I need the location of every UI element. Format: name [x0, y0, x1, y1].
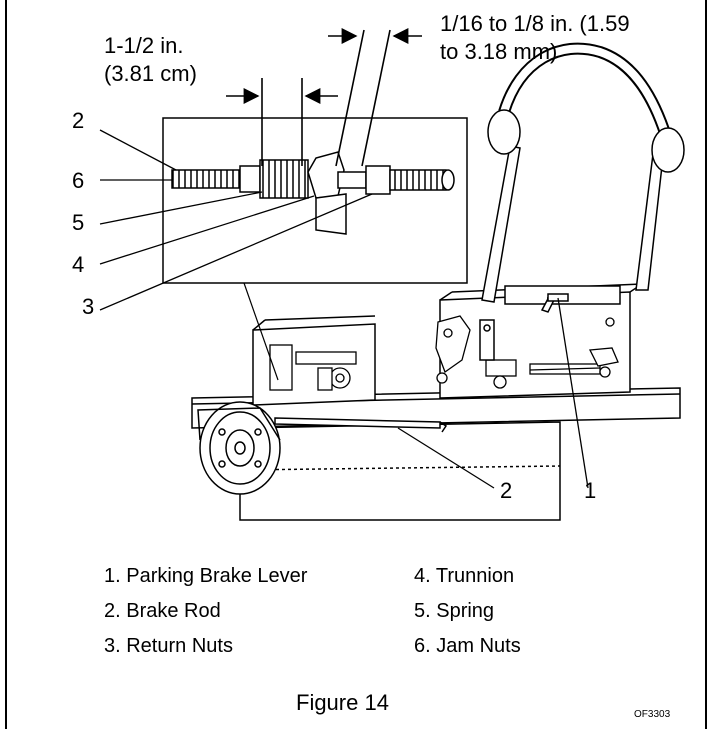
- legend-item: 1. Parking Brake Lever: [104, 565, 308, 587]
- dimension-lines: [226, 28, 422, 167]
- dimension-line-1: 1-1/2 in.: [104, 33, 184, 58]
- handle-frame: [479, 42, 685, 361]
- legend-item: 6. Jam Nuts: [414, 635, 521, 657]
- figure-caption: Figure 14: [296, 690, 389, 715]
- figure-id: OF3303: [634, 709, 671, 720]
- callout-6: 6: [72, 168, 85, 193]
- callout-1: 1: [584, 478, 597, 503]
- callout-4: 4: [72, 252, 85, 277]
- legend-item: 3. Return Nuts: [104, 635, 233, 657]
- brake-rod-main: [274, 417, 448, 433]
- callout-2-inset: 2: [72, 108, 85, 133]
- inset-leader: [243, 282, 279, 381]
- spring-length-dimension: 1-1/2 in. (3.81 cm): [104, 32, 197, 88]
- brake-mechanism: [269, 315, 619, 391]
- dimension-line-2: to 3.18 mm): [440, 39, 558, 64]
- callout-3: 3: [82, 294, 95, 319]
- callout-2-main: 2: [500, 478, 513, 503]
- callout-leaders: [99, 129, 589, 489]
- dimension-line-2: (3.81 cm): [104, 61, 197, 86]
- frame-left-border: [5, 0, 7, 729]
- callout-5: 5: [72, 210, 85, 235]
- frame-right-border: [705, 0, 707, 729]
- gap-dimension: 1/16 to 1/8 in. (1.59 to 3.18 mm): [440, 10, 630, 66]
- legend-item: 2. Brake Rod: [104, 600, 221, 622]
- inset-rod: [171, 151, 455, 235]
- legend-item: 4. Trunnion: [414, 565, 515, 587]
- legend-item: 5. Spring: [414, 600, 495, 622]
- wheel: [197, 401, 281, 495]
- dimension-line-1: 1/16 to 1/8 in. (1.59: [440, 11, 630, 36]
- inset-box: [162, 117, 468, 284]
